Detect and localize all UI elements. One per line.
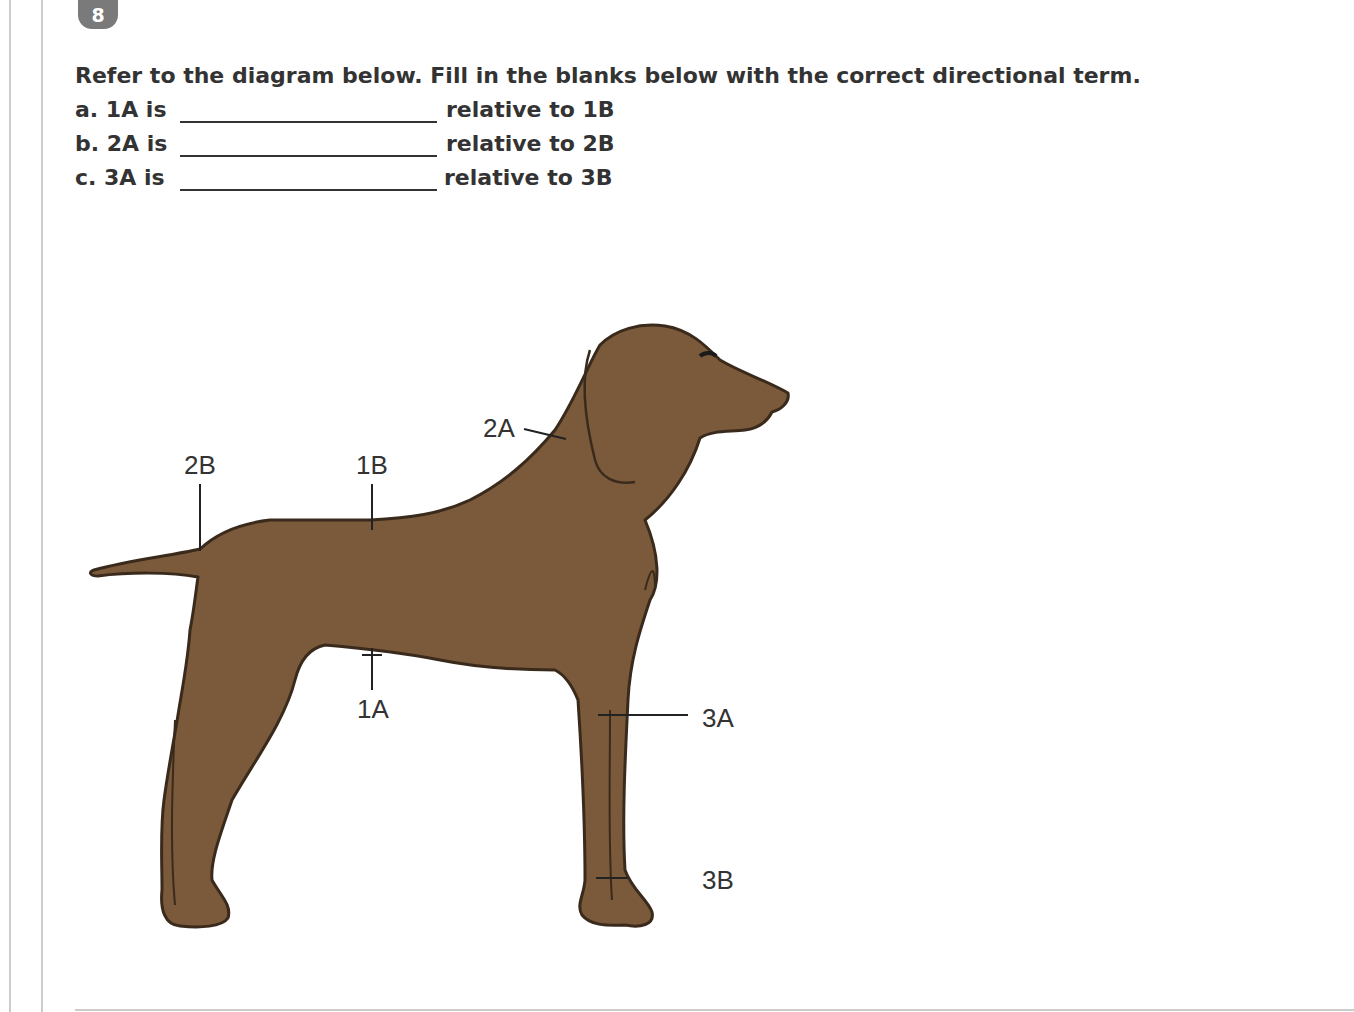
leader-tick [362, 654, 382, 656]
dog-body [91, 325, 789, 927]
leader-line [524, 429, 566, 439]
question-part: a. 1A is [75, 97, 167, 122]
dog-chest [645, 571, 655, 590]
leader-line [598, 714, 688, 716]
answer-blank [180, 155, 437, 157]
dog-eye [700, 353, 716, 356]
callout-label: 3B [702, 865, 734, 896]
dog-far-leg [172, 720, 175, 905]
dog-far-leg [610, 710, 613, 900]
leader-line [199, 484, 201, 551]
callout-label: 1B [356, 450, 388, 481]
number-badge: 8 [78, 0, 118, 29]
page-rule [75, 1009, 1354, 1011]
question-part: relative to 2B [446, 131, 615, 156]
leader-line [371, 484, 373, 530]
leader-line [596, 877, 628, 879]
dog-ear [585, 350, 635, 483]
answer-blank [180, 189, 437, 191]
callout-label: 1A [357, 694, 389, 725]
page-border [9, 0, 11, 1012]
answer-blank [180, 121, 437, 123]
callout-label: 2B [184, 450, 216, 481]
callout-label: 3A [702, 703, 734, 734]
callout-label: 2A [483, 413, 515, 444]
question-part: c. 3A is [75, 165, 165, 190]
question-part: relative to 3B [444, 165, 613, 190]
page-border [41, 0, 43, 1012]
question-number: 8 [91, 4, 104, 26]
instruction-text: Refer to the diagram below. Fill in the … [75, 63, 1141, 88]
question-part: b. 2A is [75, 131, 167, 156]
question-part: relative to 1B [446, 97, 615, 122]
